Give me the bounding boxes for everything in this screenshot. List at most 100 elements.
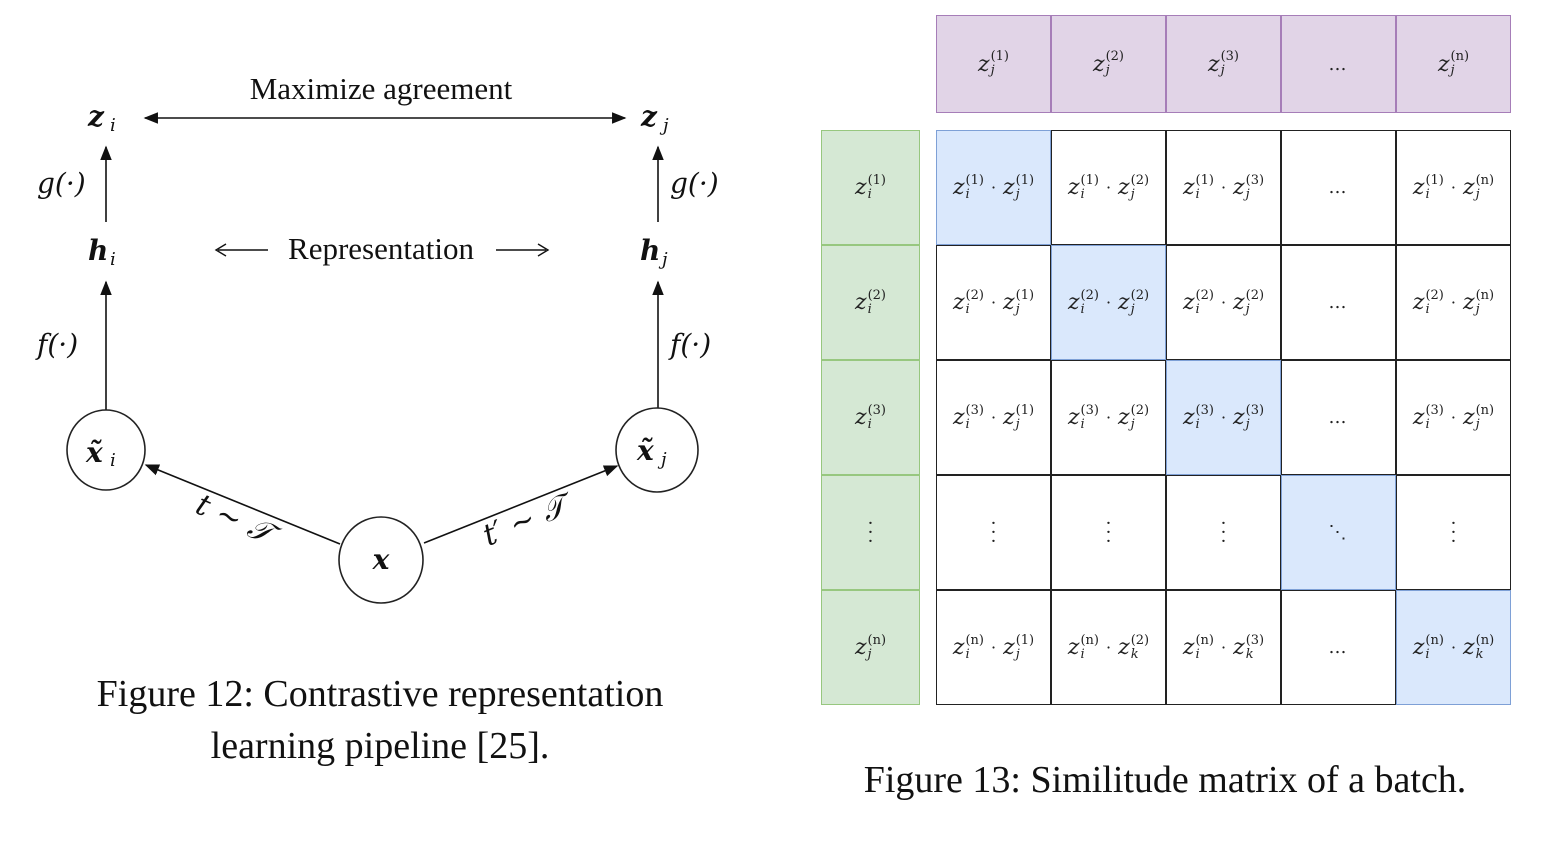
representation-arrowhead-left [214, 243, 227, 257]
svg-text:h: h [640, 234, 660, 267]
matrix-cell: ··· [936, 475, 1051, 590]
node-x-tilde-j-circle [615, 407, 699, 493]
column-header: z(n)j [1396, 15, 1511, 113]
row-header: ··· [821, 475, 920, 590]
z-term: z(n)i [1182, 632, 1214, 662]
node-x-tilde-i: x̃ i [85, 436, 116, 471]
f-label-left: f(·) [35, 328, 78, 361]
dot-product-operator: · [990, 178, 997, 197]
dot-product-operator: · [1450, 638, 1457, 657]
z-term: z(1)j [1003, 287, 1035, 317]
matrix-cell-diagonal: z(n)i · z(n)k [1396, 590, 1511, 705]
vertical-ellipsis: ··· [1105, 513, 1112, 552]
column-header: … [1281, 15, 1396, 113]
matrix-cell-diagonal: z(1)i·z(1)j [936, 130, 1051, 245]
matrix-cell: z(1)i·z(2)j [1051, 130, 1166, 245]
vertical-ellipsis: ··· [867, 513, 874, 552]
z-term: z(2)k [1118, 632, 1150, 662]
row-header: z(1)i [821, 130, 920, 245]
representation-label: Representation [288, 231, 474, 266]
dot-product-operator: · [1105, 293, 1112, 312]
augment-arrow-left [144, 464, 341, 545]
z-term: z(2)j [1092, 49, 1124, 78]
matrix-cell-diagonal: ⋱ [1281, 475, 1396, 590]
svg-text:j: j [657, 449, 667, 470]
figure-12-contrastive-pipeline: Maximize agreement z i z j g(·) g(·) h i… [20, 71, 740, 772]
matrix-cell: z(2)i · z(n)j [1396, 245, 1511, 360]
figure-12-caption-line-2: learning pipeline [25]. [210, 725, 550, 767]
column-header: z(1)j [936, 15, 1051, 113]
ellipsis: … [1328, 292, 1349, 313]
node-z-i: z i [87, 100, 116, 136]
matrix-cell: … [1281, 130, 1396, 245]
node-h-i: h i [88, 234, 116, 270]
f-label-right: f(·) [668, 328, 711, 361]
vertical-ellipsis: ··· [990, 513, 997, 552]
svg-text:z: z [640, 100, 658, 133]
column-header: z(3)j [1166, 15, 1281, 113]
svg-text:x̃: x̃ [85, 436, 103, 469]
z-term: z(2)i [1412, 287, 1444, 317]
z-term: z(n)i [1067, 632, 1099, 662]
z-term: z(n)k [1463, 632, 1495, 662]
z-term: z(n)j [1462, 172, 1495, 202]
svg-text:i: i [110, 249, 116, 270]
representation-arrowhead-right [537, 243, 550, 257]
z-term: z(3)j [1233, 402, 1265, 432]
matrix-cell: … [1281, 590, 1396, 705]
svg-text:j: j [658, 249, 668, 270]
z-term: z(2)i [854, 287, 886, 317]
ellipsis: … [1328, 407, 1349, 428]
z-term: z(n)j [1462, 287, 1495, 317]
z-term: z(2)i [1182, 287, 1214, 317]
matrix-cell: z(n)i·z(2)k [1051, 590, 1166, 705]
matrix-cell-diagonal: z(3)i·z(3)j [1166, 360, 1281, 475]
z-term: z(n)i [1412, 632, 1444, 662]
figure-12-caption: Figure 12: Contrastive representation le… [20, 668, 740, 772]
matrix-cell: ··· [1396, 475, 1511, 590]
node-z-j: z j [640, 100, 669, 136]
row-header: z(3)i [821, 360, 920, 475]
z-term: z(1)j [1003, 402, 1035, 432]
matrix-cell: z(2)i · z(2)j [1166, 245, 1281, 360]
matrix-cell: z(1)i·z(3)j [1166, 130, 1281, 245]
ellipsis: … [1328, 53, 1349, 75]
ellipsis: … [1328, 637, 1349, 658]
z-term: z(3)i [952, 402, 984, 432]
z-term: z(3)j [1207, 49, 1239, 78]
z-term: z(n)j [854, 632, 887, 662]
z-term: z(2)j [1233, 287, 1265, 317]
vertical-ellipsis: ··· [1220, 513, 1227, 552]
column-header: z(2)j [1051, 15, 1166, 113]
node-x-tilde-j: x̃ j [636, 434, 667, 470]
matrix-cell: z(3)i·z(1)j [936, 360, 1051, 475]
figure-12-caption-line-1: Figure 12: Contrastive representation [96, 673, 664, 715]
matrix-cell: z(3)i·z(n)j [1396, 360, 1511, 475]
dot-product-operator: · [1450, 408, 1456, 427]
z-term: z(1)i [1182, 172, 1214, 202]
z-term: z(2)j [1118, 287, 1150, 317]
svg-text:i: i [110, 450, 116, 471]
dot-product-operator: · [1450, 178, 1456, 197]
z-term: z(2)j [1118, 402, 1150, 432]
dot-product-operator: · [1450, 293, 1456, 312]
z-term: z(1)j [1003, 632, 1035, 662]
matrix-cell: z(1)i·z(n)j [1396, 130, 1511, 245]
row-header: z(n)j [821, 590, 920, 705]
matrix-cell: z(n)i · z(3)k [1166, 590, 1281, 705]
z-term: z(n)i [952, 632, 984, 662]
maximize-agreement-label: Maximize agreement [250, 71, 513, 106]
matrix-cell: ··· [1051, 475, 1166, 590]
svg-text:i: i [110, 115, 116, 136]
t-label-left: t ∼ 𝒯 [191, 487, 286, 555]
z-term: z(3)k [1233, 632, 1265, 662]
svg-text:z: z [87, 100, 105, 133]
vertical-ellipsis: ··· [1450, 513, 1457, 552]
dot-product-operator: · [1221, 638, 1227, 657]
node-x-circle [338, 516, 424, 604]
dot-product-operator: · [1105, 408, 1112, 427]
dot-product-operator: · [1220, 293, 1227, 312]
z-term: z(2)j [1118, 172, 1150, 202]
dot-product-operator: · [990, 293, 997, 312]
z-term: z(3)i [1412, 402, 1444, 432]
